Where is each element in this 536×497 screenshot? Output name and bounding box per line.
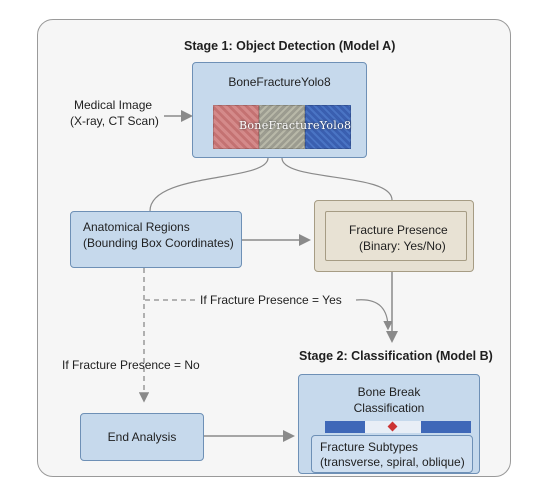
regions-box: Anatomical Regions (Bounding Box Coordin…: [70, 211, 242, 268]
xray-thumbnail-gray: [259, 105, 305, 149]
end-analysis-box: End Analysis: [80, 413, 204, 461]
regions-line1: Anatomical Regions: [83, 220, 190, 234]
end-analysis-label: End Analysis: [107, 430, 177, 444]
stage2-title: Stage 2: Classification (Model B): [299, 349, 493, 363]
presence-line2: (Binary: Yes/No): [359, 239, 446, 253]
presence-inner-frame: [325, 211, 467, 261]
subtypes-line2: (transverse, spiral, oblique): [320, 455, 465, 469]
presence-line1: Fracture Presence: [349, 223, 448, 237]
presence-box: Fracture Presence (Binary: Yes/No): [314, 200, 474, 272]
subtypes-box: Fracture Subtypes (transverse, spiral, o…: [311, 435, 473, 473]
condition-yes-label: If Fracture Presence = Yes: [200, 293, 342, 307]
condition-no-label: If Fracture Presence = No: [62, 358, 200, 372]
curve-yes-to-stage2: [355, 299, 393, 331]
classify-line1: Bone Break: [357, 385, 421, 399]
subtypes-line1: Fracture Subtypes: [320, 440, 419, 454]
connector-model-to-regions: [149, 157, 269, 212]
model-a-image-text: BoneFractureYolo8: [239, 119, 352, 132]
stage1-title: Stage 1: Object Detection (Model A): [184, 39, 396, 53]
connector-model-to-presence: [281, 157, 393, 201]
model-a-title: BoneFractureYolo8: [228, 75, 331, 89]
classification-bar: [325, 421, 471, 433]
regions-line2: (Bounding Box Coordinates): [83, 236, 234, 250]
model-b-box: Bone Break Classification Fracture Subty…: [298, 374, 480, 474]
model-a-box: BoneFractureYolo8 BoneFractureYolo8: [192, 62, 367, 158]
input-label-line1: Medical Image: [74, 98, 153, 112]
input-label-line2: (X-ray, CT Scan): [70, 114, 159, 128]
xray-thumbnail-red: [213, 105, 259, 149]
xray-thumbnail-blue: [305, 105, 351, 149]
classify-line2: Classification: [353, 401, 425, 415]
